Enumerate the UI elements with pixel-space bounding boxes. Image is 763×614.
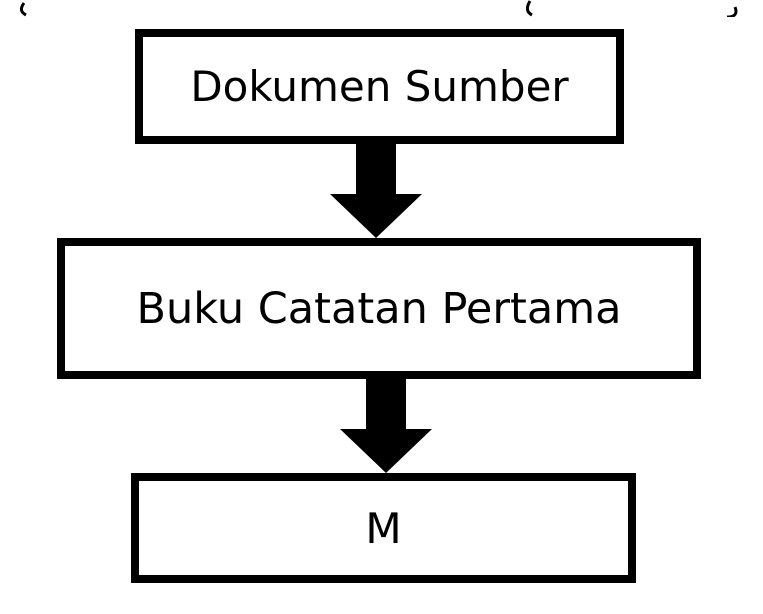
down-arrow-icon <box>330 144 422 238</box>
flow-box-label: Dokumen Sumber <box>190 62 569 111</box>
flow-box-label: M <box>365 503 402 553</box>
flow-box-dokumen-sumber: Dokumen Sumber <box>135 29 624 144</box>
flow-box-buku-catatan-pertama: Buku Catatan Pertama <box>57 238 701 379</box>
down-arrow-icon <box>340 379 432 473</box>
cropped-glyphs-graphic <box>19 0 738 19</box>
flow-box-m: M <box>131 473 636 583</box>
cropped-heading-fragment <box>10 0 763 28</box>
flow-box-label: Buku Catatan Pertama <box>136 283 622 334</box>
